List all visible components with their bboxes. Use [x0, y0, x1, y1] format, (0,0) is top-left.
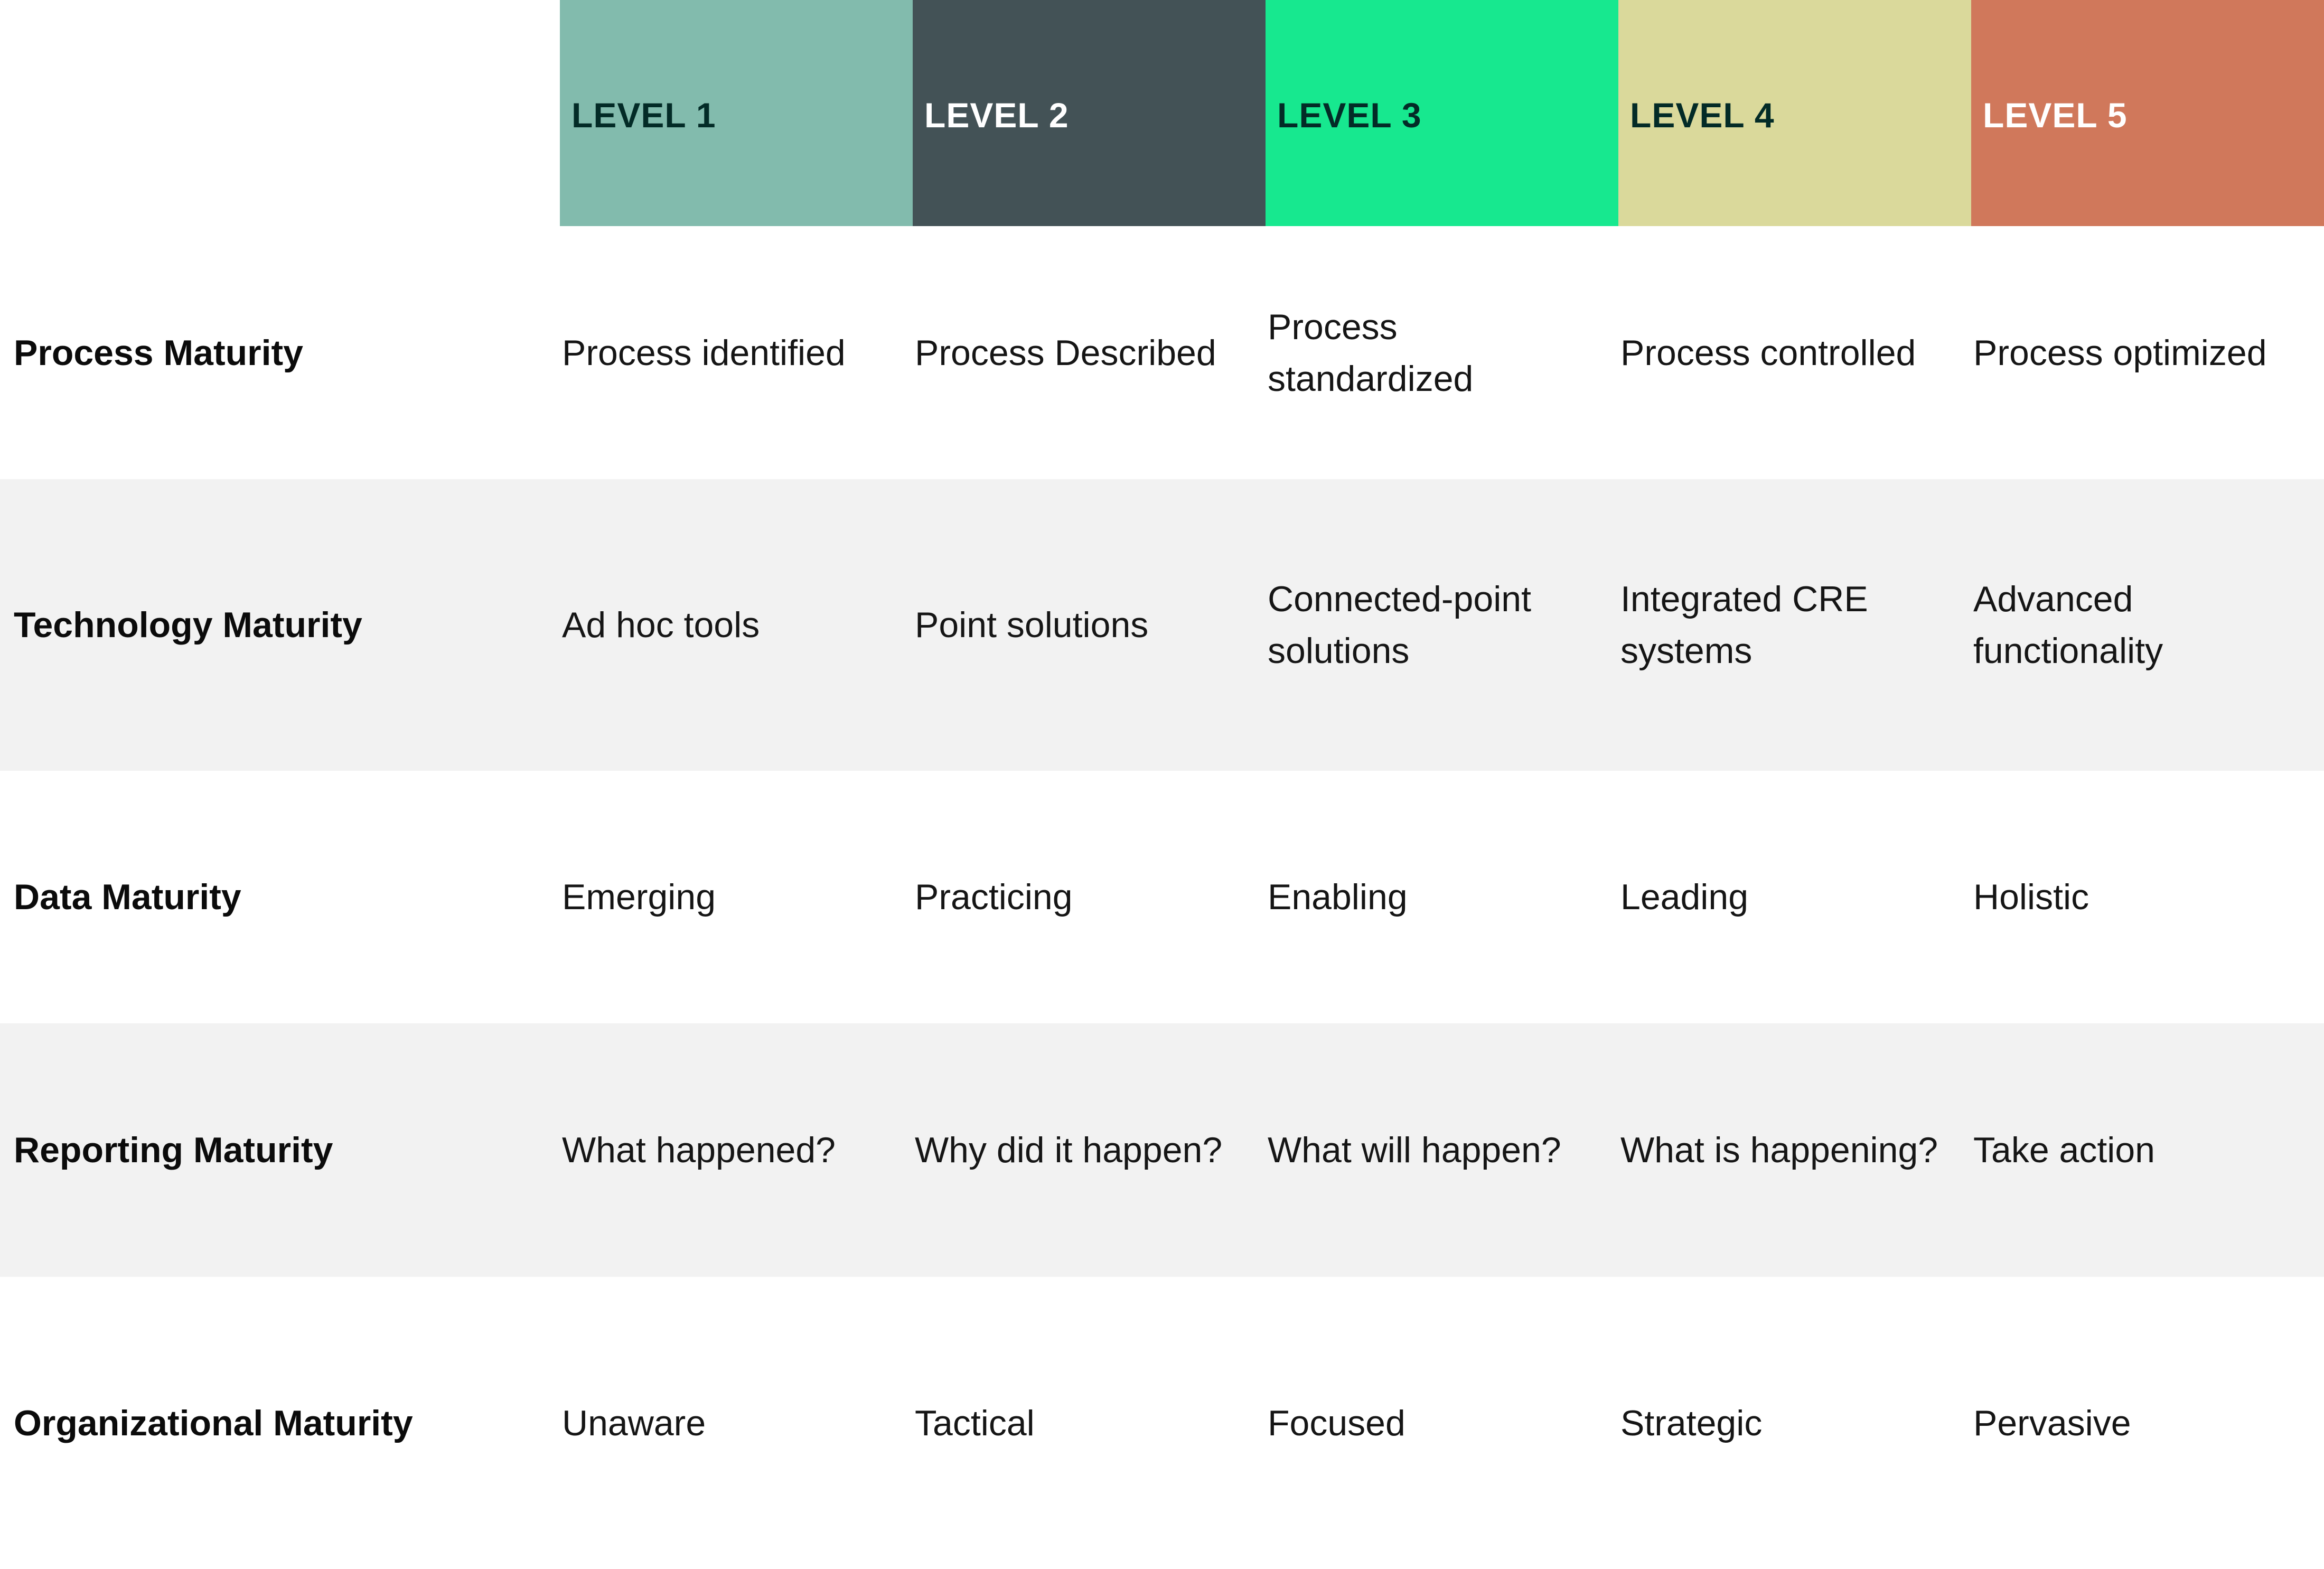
level-5-header: LEVEL 5 [1971, 0, 2324, 226]
table-cell: Process optimized [1973, 332, 2267, 373]
table-cell: Focused [1268, 1403, 1405, 1443]
table-cell: Advanced functionality [1973, 579, 2163, 671]
table-cell: Pervasive [1973, 1403, 2131, 1443]
table-cell: Connected-point solutions [1268, 579, 1532, 671]
level-2-header: LEVEL 2 [913, 0, 1266, 226]
table-cell: Process controlled [1620, 332, 1916, 373]
row-label: Process Maturity [14, 332, 303, 373]
table-row-process: Process Maturity Process identified Proc… [0, 226, 2324, 479]
table-row-technology: Technology Maturity Ad hoc tools Point s… [0, 479, 2324, 771]
table-cell: Point solutions [915, 605, 1149, 645]
table-cell: Tactical [915, 1403, 1035, 1443]
row-label: Technology Maturity [14, 605, 362, 645]
table-row-data: Data Maturity Emerging Practicing Enabli… [0, 771, 2324, 1023]
table-cell: Take action [1973, 1130, 2155, 1170]
table-cell: Practicing [915, 877, 1073, 917]
table-row-reporting: Reporting Maturity What happened? Why di… [0, 1023, 2324, 1277]
level-1-label: LEVEL 1 [571, 96, 716, 135]
level-3-label: LEVEL 3 [1277, 96, 1422, 135]
level-4-header: LEVEL 4 [1618, 0, 1971, 226]
level-1-header: LEVEL 1 [560, 0, 913, 226]
table-cell: Strategic [1620, 1403, 1763, 1443]
table-cell: What is happening? [1620, 1130, 1938, 1170]
level-3-header: LEVEL 3 [1266, 0, 1618, 226]
row-label: Reporting Maturity [14, 1130, 333, 1170]
table-cell: What will happen? [1268, 1130, 1561, 1170]
level-4-label: LEVEL 4 [1630, 96, 1775, 135]
level-5-label: LEVEL 5 [1983, 96, 2128, 135]
table-cell: Process standardized [1268, 306, 1474, 399]
table-cell: Ad hoc tools [562, 605, 760, 645]
table-cell: Unaware [562, 1403, 706, 1443]
table-cell: Process identified [562, 332, 846, 373]
table-cell: Leading [1620, 877, 1749, 917]
table-cell: Enabling [1268, 877, 1408, 917]
level-2-label: LEVEL 2 [924, 96, 1069, 135]
row-label: Organizational Maturity [14, 1403, 413, 1443]
table-cell: Why did it happen? [915, 1130, 1223, 1170]
row-label: Data Maturity [14, 877, 241, 917]
table-cell: Integrated CRE systems [1620, 579, 1868, 671]
table-cell: Holistic [1973, 877, 2089, 917]
level-header-row: LEVEL 1 LEVEL 2 LEVEL 3 LEVEL 4 LEVEL 5 [560, 0, 2324, 226]
table-row-organizational: Organizational Maturity Unaware Tactical… [0, 1277, 2324, 1569]
table-cell: Process Described [915, 332, 1216, 373]
table-cell: Emerging [562, 877, 716, 917]
table-cell: What happened? [562, 1130, 836, 1170]
